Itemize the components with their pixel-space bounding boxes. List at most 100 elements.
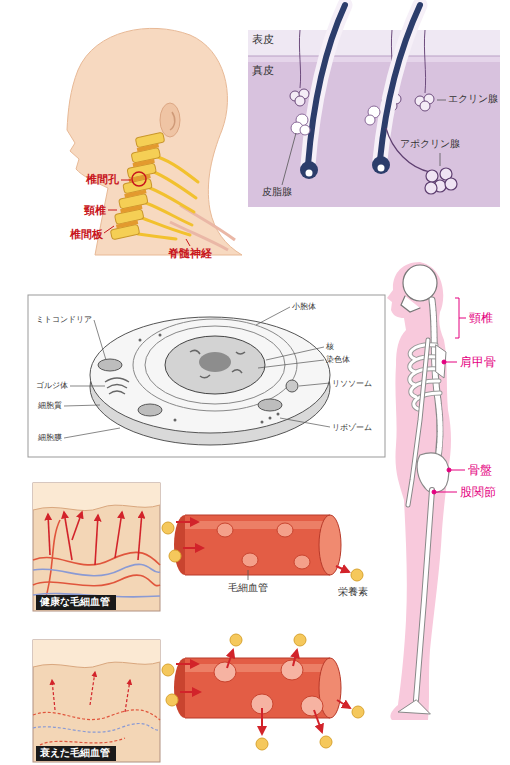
cell-diagram [277,413,280,416]
part-label: 頸椎 [84,204,106,217]
leader-line [248,570,249,580]
part-label: ゴルジ体 [36,381,68,391]
part-label: 細胞膜 [38,433,62,443]
tag-text: 健康な毛細血管 [40,596,110,608]
skeleton [417,453,449,493]
apocrine-gland [386,128,430,172]
leader-line [64,307,330,438]
sebaceous-gland [365,115,375,125]
skin-section [248,30,500,207]
part-label: 核 [326,342,334,352]
hair-follicle [378,165,385,172]
capillary-panel [52,672,130,712]
flow-arrow [227,650,233,668]
cell-diagram [98,359,122,371]
leader-line [258,360,324,368]
part-label: 細胞質 [38,401,62,411]
cell-diagram [105,378,129,394]
hair-follicle [300,5,420,179]
part-label: 肩甲骨 [460,355,496,369]
flow-arrow [336,566,349,572]
body-silhouette [387,262,451,720]
leader-line [248,570,249,580]
capillary-panel [48,512,142,565]
cell-diagram [139,334,280,424]
leader-line [266,347,324,360]
leader-line [64,405,100,406]
flow-arrow [180,691,200,693]
intervertebral-disc [137,143,159,151]
flow-arrow [176,521,198,523]
nutrient [162,522,363,581]
skeleton [403,265,437,301]
hair-follicle [372,156,390,174]
capillary-panel [33,710,160,720]
leader-line [280,418,330,427]
capillary-panel [33,640,160,668]
cell-diagram [28,295,385,457]
part-label: 真皮 [252,64,274,77]
skeleton [401,296,420,312]
capillary-cylinder [174,658,341,718]
part-label: 小胞体 [292,302,316,312]
capillary-panel [45,520,60,600]
capillary-cylinder [281,660,303,680]
part-label: 椎間板 [70,228,103,241]
leader-line [94,320,106,360]
leader-line [446,362,457,363]
part-label: 骨盤 [468,463,492,477]
capillary-panel [33,723,160,732]
cell-diagram [190,350,245,377]
intervertebral-disc [116,220,138,228]
intervertebral-disc [120,205,142,213]
hair-follicle [380,5,420,160]
apocrine-gland [445,178,457,190]
capillary-panel [115,512,122,558]
intervertebral-disc [124,189,146,197]
nutrient [320,736,332,748]
capillary-panel [33,662,160,668]
capillary-cylinder [185,515,330,575]
head-profile [67,28,242,255]
skeleton [436,345,446,378]
flow-arrow [314,710,322,732]
intervertebral-disc [116,143,159,228]
leader-line [256,307,290,325]
capillary-cylinder [185,521,330,529]
capillary-panel [33,483,160,611]
head-profile [160,103,180,137]
capillary-panel [33,483,160,611]
capillary-panel [33,564,160,597]
leader-line [104,226,114,233]
cell-diagram [145,326,285,404]
capillary-cylinder [301,696,323,716]
capillary-panel [125,680,130,712]
part-label: 皮脂腺 [262,186,292,198]
capillary-panel [33,483,160,511]
body-silhouette [387,262,451,720]
capillary-cylinder [185,515,330,575]
cell-diagram [165,336,265,394]
leader-line [455,298,466,338]
capillary-cylinder [214,660,323,716]
leader-line [432,298,466,494]
part-label: 表皮 [252,33,274,46]
caption-tag: 健康な毛細血管 [36,595,116,610]
leader-line [440,153,441,166]
skeleton [416,490,432,700]
capillary-panel [52,680,55,710]
cell-diagram [139,339,142,342]
hair-follicle [306,170,313,177]
capillary-cylinder [242,553,258,567]
nutrient [162,522,174,534]
capillary-panel [33,640,160,762]
sebaceous-gland [300,125,310,135]
intervertebral-disc [133,159,155,167]
skin-section [248,30,500,56]
capillary-cylinder [174,515,341,575]
capillary-panel [48,514,50,555]
spinal-nerve [138,234,176,239]
hair-follicle [308,5,345,165]
skin-section [248,56,500,62]
capillary-cylinder [217,523,233,537]
